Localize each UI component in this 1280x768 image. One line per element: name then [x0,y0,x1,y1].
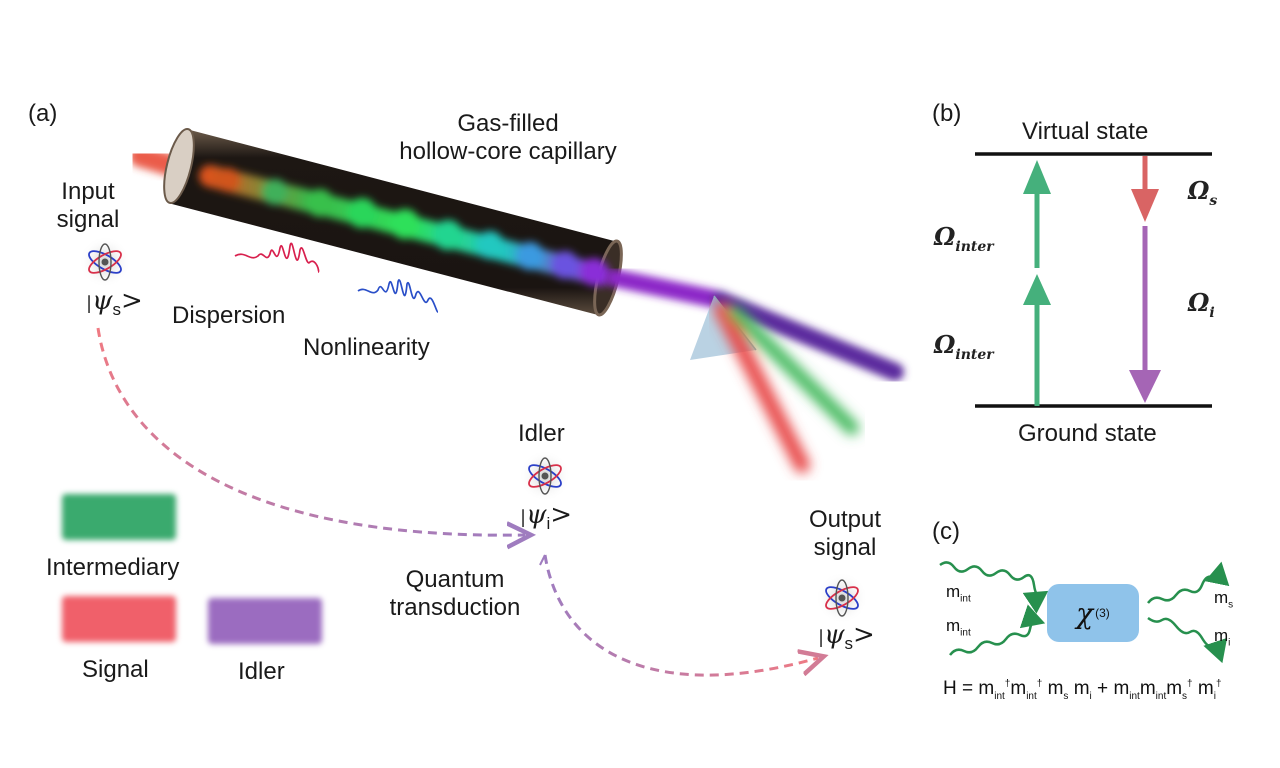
chi3-medium: χ(3) [1047,584,1139,642]
virtual-state-label: Virtual state [1022,118,1149,145]
capillary-title: Gas-filled hollow-core capillary [378,110,638,165]
atom-icon [79,236,131,288]
panel-a-label: (a) [28,100,58,127]
down-arrow-signal [1131,189,1159,222]
output-ket-psi: ψ [824,620,845,650]
up-arrow-upper [1023,160,1051,194]
propagating-beam [199,165,611,286]
legend-label-intermediary: Intermediary [46,554,180,581]
omega-inter-lower: Ωinter [934,330,994,363]
output-signal-line1: Output [808,506,882,533]
ground-state-label: Ground state [1018,420,1157,447]
idler-ket-psi: ψ [526,500,547,530]
legend-label-signal: Signal [82,656,149,683]
energy-level-diagram [975,152,1212,408]
atom-icon [519,450,571,502]
up-arrow-lower [1023,274,1051,305]
quantum-transduction-label: Quantum transduction [370,566,540,621]
m-i-out: mi [1214,626,1231,649]
input-signal-label: Input signal [28,178,148,233]
four-wave-mixing [939,561,1230,664]
capillary-title-line1: Gas-filled [457,110,559,137]
omega-signal: Ωs [1188,176,1218,209]
split-beams [714,302,859,473]
output-signal-label: Output signal [790,506,900,561]
idler-state-ket: |ψi> [520,500,573,534]
transduction-arc-idler-to-output [539,554,818,677]
hamiltonian: H = mint†mint† ms mi + mintmintms† mi† [943,678,1222,702]
atom-icon [816,572,868,624]
chi-symbol: χ [1076,596,1094,630]
input-signal-line2: signal [56,205,120,233]
panel-c-label: (c) [932,518,960,545]
nonlinearity-label: Nonlinearity [303,334,430,361]
legend-label-idler: Idler [238,658,285,685]
m-s-out: ms [1214,588,1234,611]
output-signal-line2: signal [813,533,877,561]
quantum-transduction-line2: transduction [389,593,521,621]
dispersion-label: Dispersion [172,302,286,329]
input-state-ket: |ψs> [86,286,143,320]
output-beam [606,269,904,381]
legend-swatch-signal [62,596,176,642]
legend-swatch-intermediary [62,494,176,540]
output-ket-sub: s [844,634,853,654]
chi-order: (3) [1095,606,1110,620]
idler-node-label: Idler [518,420,565,447]
omega-inter-upper: Ωinter [934,222,994,255]
nonlinearity-wave [357,279,439,313]
transduction-arc-input-to-idler [96,327,525,535]
output-state-ket: |ψs> [818,620,875,654]
idler-ket-sub: i [546,514,551,534]
input-signal-line1: Input [61,178,115,205]
m-int-lower: mint [946,616,971,639]
input-ket-psi: ψ [92,286,113,316]
omega-idler: Ωi [1188,288,1215,321]
input-ket-sub: s [112,300,121,320]
legend-swatch-idler [208,598,322,644]
quantum-transduction-line1: Quantum [405,566,505,593]
dispersion-wave [234,242,320,273]
down-arrow-idler [1129,370,1161,403]
m-int-upper: mint [946,582,971,605]
capillary-title-line2: hollow-core capillary [399,137,617,165]
panel-b-label: (b) [932,100,962,127]
